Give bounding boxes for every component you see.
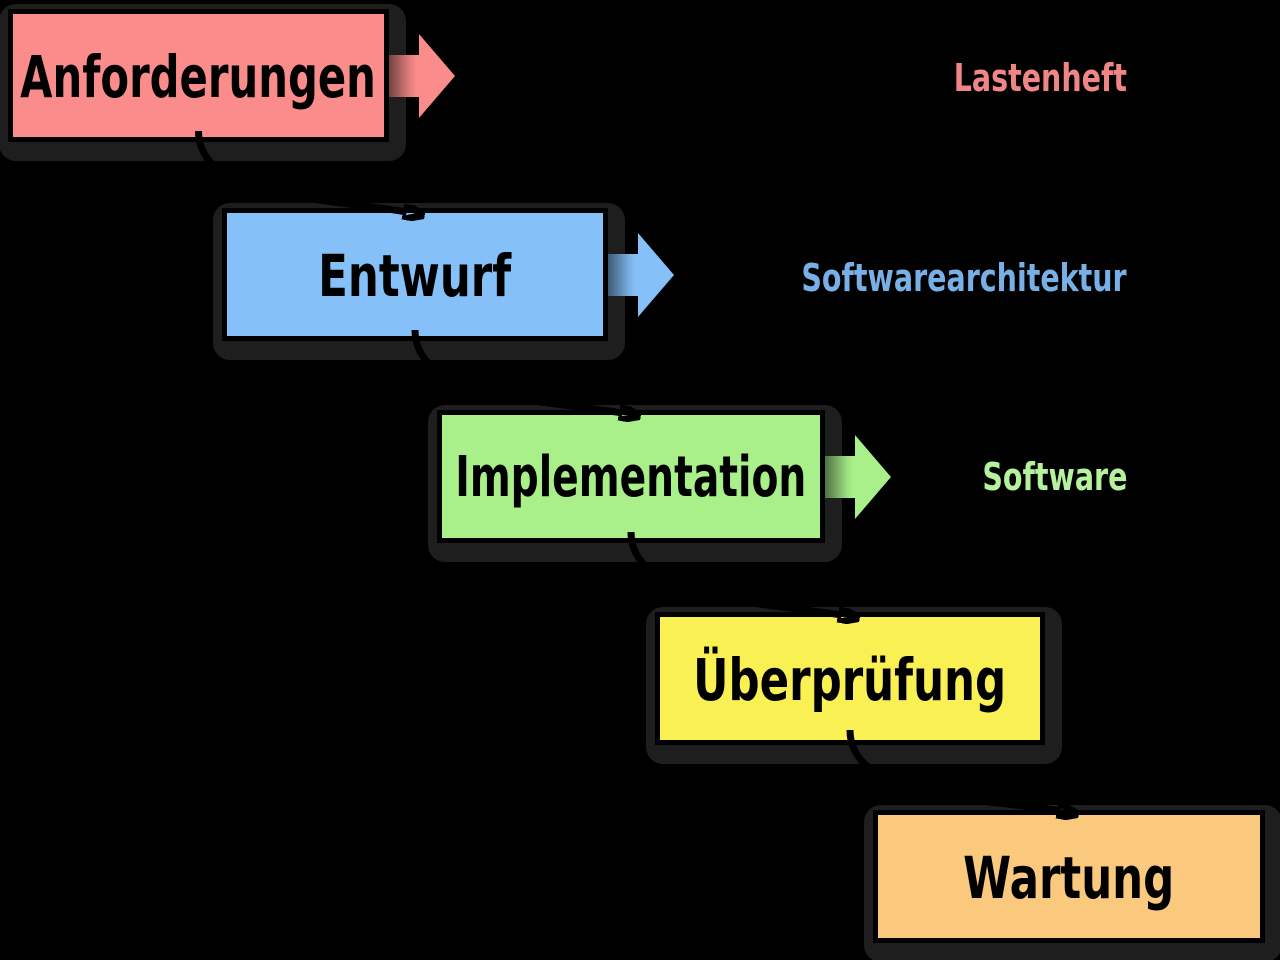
stage-box-implementation: Implementation [428,405,891,562]
output-arrow-icon [385,33,455,118]
output-label-softwarearchitektur: Softwarearchitektur [801,256,1127,300]
stage-face: Implementation [437,410,825,543]
stage-face: Anforderungen [8,9,389,142]
stage-face: Entwurf [222,208,608,341]
output-arrow-icon [821,434,891,519]
stage-label: Entwurf [318,241,512,310]
stage-box-anforderungen: Anforderungen [0,4,455,161]
output-label-lastenheft: Lastenheft [953,56,1127,100]
stage-box-ueberpruefung: Überprüfung [646,607,1062,764]
stage-face: Wartung [873,810,1265,943]
output-label-software: Software [981,455,1127,499]
stage-face: Überprüfung [655,612,1045,745]
stage-label: Anforderungen [20,42,377,111]
stage-label: Wartung [963,843,1175,912]
output-arrow-icon [604,232,674,317]
stage-box-entwurf: Entwurf [213,203,674,360]
stage-label: Überprüfung [693,645,1007,714]
stage-box-wartung: Wartung [864,805,1280,960]
stage-label: Implementation [455,444,807,510]
